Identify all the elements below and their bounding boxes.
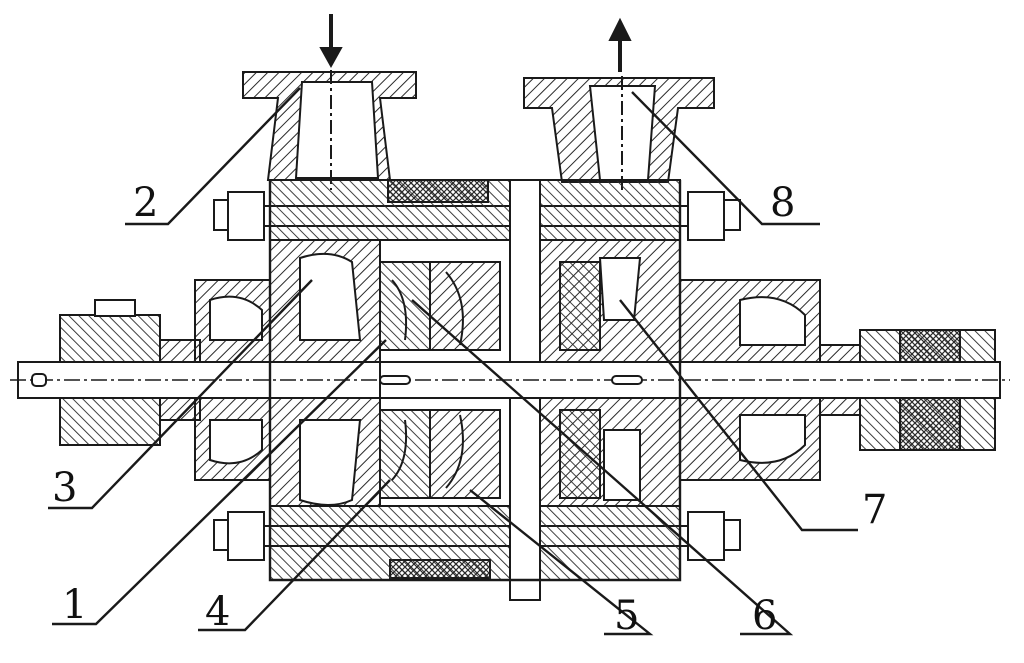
inlet-nozzle (242, 70, 417, 190)
callout-label-7: 7 (862, 487, 888, 533)
callout-label-4: 4 (205, 589, 231, 635)
callout-label-6: 6 (752, 593, 778, 639)
callout-label-8: 8 (770, 180, 796, 226)
second-stage-impeller (429, 261, 501, 499)
inlet-flow-arrow-icon (319, 14, 343, 69)
suction-chamber (299, 252, 362, 506)
outlet-flow-arrow-icon (608, 17, 632, 72)
callout-label-1: 1 (62, 582, 88, 628)
left-bearing-housing (59, 279, 271, 481)
callout-label-2: 2 (133, 180, 159, 226)
pump-shaft (10, 361, 1010, 399)
leader-line-2 (125, 87, 301, 226)
leader-line-6 (411, 299, 794, 636)
leader-lines (48, 87, 858, 636)
leader-line-1 (52, 339, 387, 626)
leader-line-7 (619, 299, 858, 532)
callout-label-5: 5 (614, 593, 640, 639)
leader-line-3 (48, 279, 313, 510)
leader-line-4 (198, 479, 391, 632)
discharge-volute (559, 257, 642, 501)
leader-line-8 (631, 91, 820, 226)
leader-line-5 (469, 489, 654, 636)
casing-outline (268, 180, 682, 582)
callout-label-3: 3 (52, 465, 78, 511)
outlet-nozzle (523, 76, 715, 190)
